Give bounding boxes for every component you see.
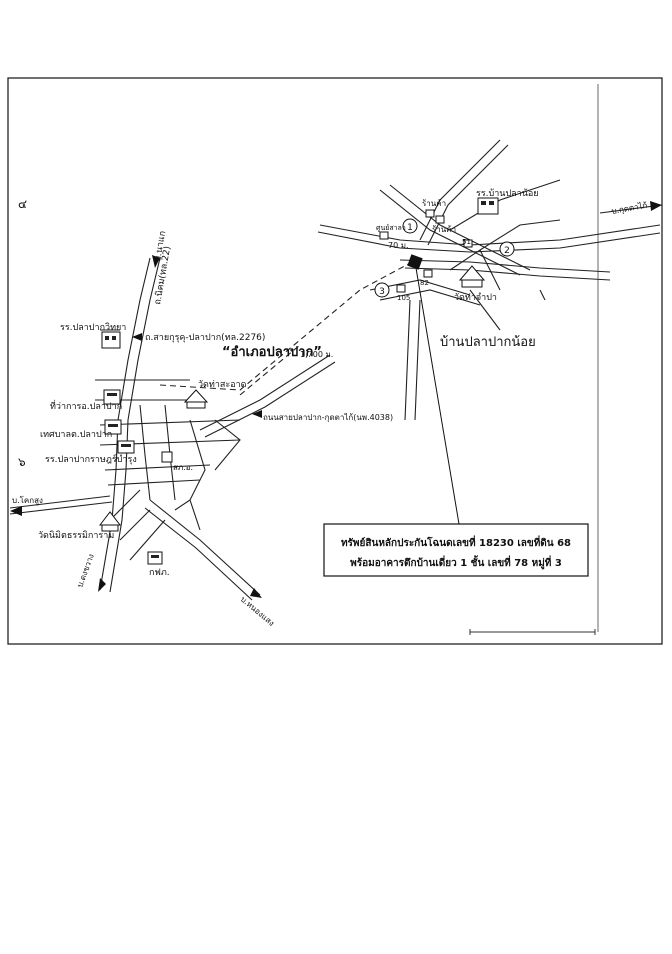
- school-plapak-label: รร.ปลาปากวิทยา: [60, 322, 126, 333]
- egat-label: กฟภ.: [149, 568, 170, 578]
- arrow-north-icon: [152, 255, 160, 268]
- district-office-label: ที่ว่าการอ.ปลาปาก: [50, 399, 122, 412]
- police-icon: [161, 451, 173, 463]
- to-kut-ta-kai-label: บ.กุดตาไก้: [611, 201, 648, 216]
- road-4038-label: ถนนสายปลาปาก-กุดตาไก้(นพ.4038): [263, 413, 393, 422]
- circle-marker-1: 1: [402, 218, 418, 234]
- to-nong-sang-label: บ.ดงขวาง: [75, 553, 95, 589]
- side-mark-bottom: ๖: [18, 455, 26, 469]
- police-label: สภ.อ.: [173, 463, 193, 472]
- municipality-label: เทศบาลต.ปลาปาก: [40, 430, 112, 440]
- house-51-label: 51: [462, 238, 471, 246]
- distance-70-label: 70 ม.: [388, 241, 409, 250]
- village-road-network: [317, 139, 663, 421]
- distance-label: 1,700 ม.: [300, 350, 333, 359]
- district-office-icon: [103, 389, 121, 405]
- dashed-route: [159, 261, 413, 391]
- wat-tha-sa-at-label: วัดท่าสะอาด: [198, 380, 247, 390]
- circle-marker-2: 2: [499, 241, 515, 257]
- sala-label: ศูนย์สาลา: [376, 224, 406, 232]
- district-title: “อำเภอปลาปาก”: [222, 344, 322, 360]
- dashed-route-2: [239, 344, 301, 396]
- svg-text:2: 2: [504, 246, 510, 256]
- road-2276-label: ถ.สายกุรุคุ-ปลาปาก(ทล.2276): [145, 333, 265, 343]
- municipality-icon: [104, 419, 122, 435]
- wat-tha-champa-label: วัดท่าจำปา: [454, 292, 497, 303]
- school-plapak-icon: [101, 331, 121, 349]
- school-plapakrat-icon: [117, 440, 135, 454]
- egat-icon: [147, 551, 163, 565]
- house-82-label: 82: [420, 279, 429, 287]
- note-line-2: พร้อมอาคารตึกบ้านเดี่ยว 1 ชั้น เลขที่ 78…: [350, 555, 562, 570]
- property-note-box: ทรัพย์สินหลักประกันโฉนดเลขที่ 18230 เลขท…: [323, 523, 589, 577]
- district-road-network: [9, 257, 336, 601]
- road-2276-arrow-icon: [132, 333, 142, 341]
- arrow-west-icon: [10, 506, 22, 516]
- arrow-east-icon: [650, 201, 662, 211]
- circle-marker-3: 3: [374, 282, 390, 298]
- school-ban-plapak-noi-label: รร.บ้านปลาน้อย: [476, 188, 539, 199]
- house-105-label: 105: [397, 294, 410, 302]
- to-nong-kham-label: บ.หนองแสง: [239, 595, 276, 628]
- road-4038-arrow-icon: [252, 410, 262, 418]
- shop-icons: [379, 209, 473, 293]
- svg-text:1: 1: [407, 223, 413, 233]
- wat-tha-champa-icon: [458, 265, 486, 288]
- wat-tha-sa-at-icon: [183, 389, 209, 409]
- map-frame: [7, 77, 663, 645]
- arrow-southeast-icon: [250, 588, 262, 598]
- arrow-southwest-icon: [98, 578, 106, 592]
- side-mark-top: ๔: [18, 197, 27, 211]
- village-title: บ้านปลาปากน้อย: [440, 335, 536, 350]
- shop2-label: ร้านค้า: [432, 225, 456, 234]
- wat-nimit-icon: [98, 511, 122, 532]
- shop1-label: ร้านค้า: [422, 199, 446, 208]
- to-khok-sung-label: บ.โคกสูง: [12, 495, 43, 506]
- school-ban-plapak-noi-icon: [477, 197, 499, 215]
- school-plapakrat-label: รร.ปลาปากราษฎร์บำรุง: [45, 453, 137, 465]
- svg-text:3: 3: [379, 287, 385, 297]
- scale-bar: [469, 629, 596, 635]
- wat-nimit-label: วัดนิมิตธรรมิการาม: [38, 530, 114, 541]
- note-line-1: ทรัพย์สินหลักประกันโฉนดเลขที่ 18230 เลขท…: [341, 535, 571, 549]
- parcel-leader-line: [414, 261, 461, 531]
